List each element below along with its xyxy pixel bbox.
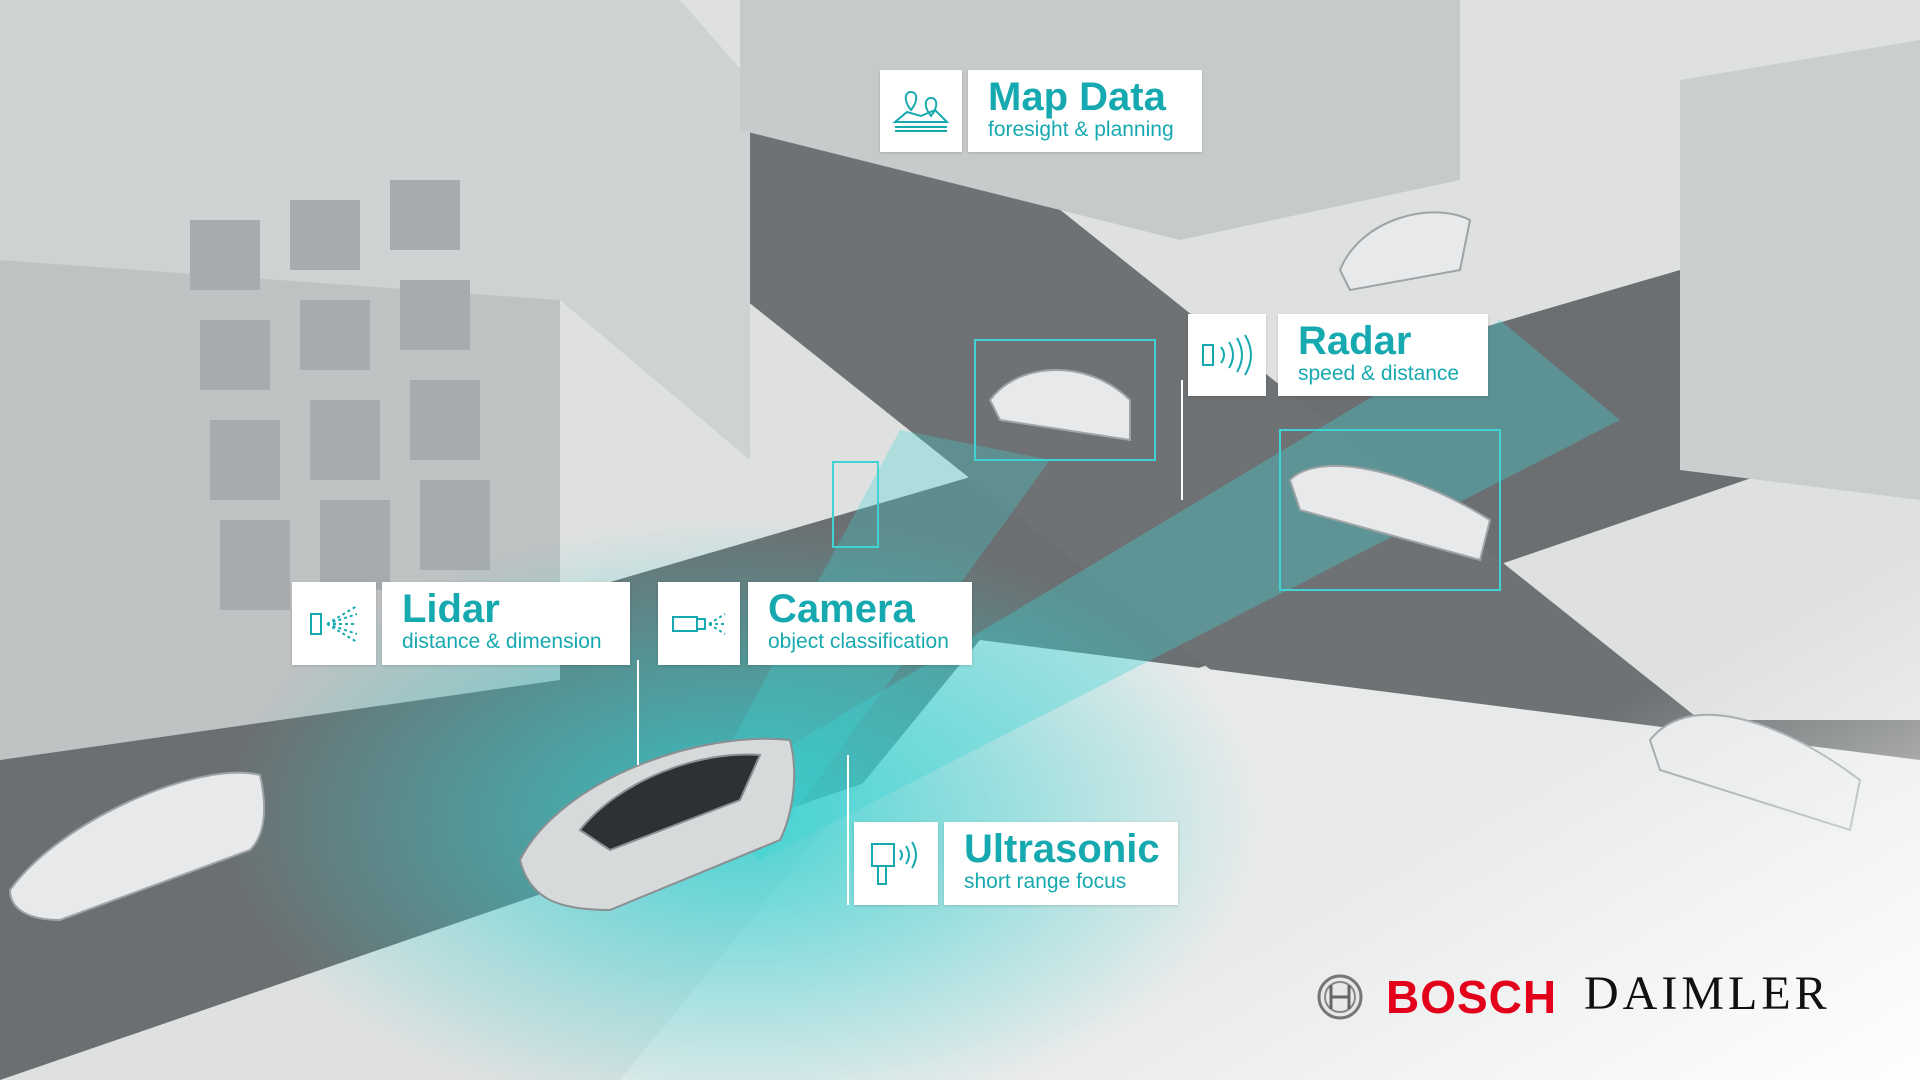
- ultrasonic-label: Ultrasonic short range focus: [944, 822, 1178, 905]
- map-data-label: Map Data foresight & planning: [968, 70, 1202, 152]
- radar-subtitle: speed & distance: [1298, 362, 1460, 385]
- ultrasonic-title: Ultrasonic: [964, 827, 1160, 871]
- ultrasonic-subtitle: short range focus: [964, 870, 1127, 893]
- camera-subtitle: object classification: [768, 630, 949, 653]
- map-data-title: Map Data: [988, 75, 1166, 119]
- radar-label: Radar speed & distance: [1278, 314, 1488, 396]
- camera-icon-box: [658, 582, 740, 665]
- daimler-logo: DAIMLER: [1584, 967, 1831, 1020]
- map-data-icon-box: [880, 70, 962, 152]
- lidar-label: Lidar distance & dimension: [382, 582, 630, 665]
- lidar-icon-box: [292, 582, 376, 665]
- bosch-armature-icon: [1317, 974, 1363, 1020]
- lidar-beam-icon: [310, 604, 358, 643]
- lidar-subtitle: distance & dimension: [402, 630, 602, 653]
- lidar-title: Lidar: [402, 587, 500, 631]
- ultrasonic-sensor-icon: [871, 840, 917, 885]
- bosch-logo: BOSCH: [1316, 970, 1557, 1024]
- radar-title: Radar: [1298, 319, 1412, 363]
- bosch-wordmark: BOSCH: [1386, 971, 1558, 1023]
- ultrasonic-icon-box: [854, 822, 938, 905]
- map-pins-icon: [892, 90, 950, 132]
- camera-title: Camera: [768, 587, 915, 631]
- map-data-subtitle: foresight & planning: [988, 118, 1174, 141]
- camera-label: Camera object classification: [748, 582, 972, 665]
- radar-waves-icon: [1202, 334, 1252, 376]
- radar-icon-box: [1188, 314, 1266, 396]
- camera-icon: [672, 612, 726, 635]
